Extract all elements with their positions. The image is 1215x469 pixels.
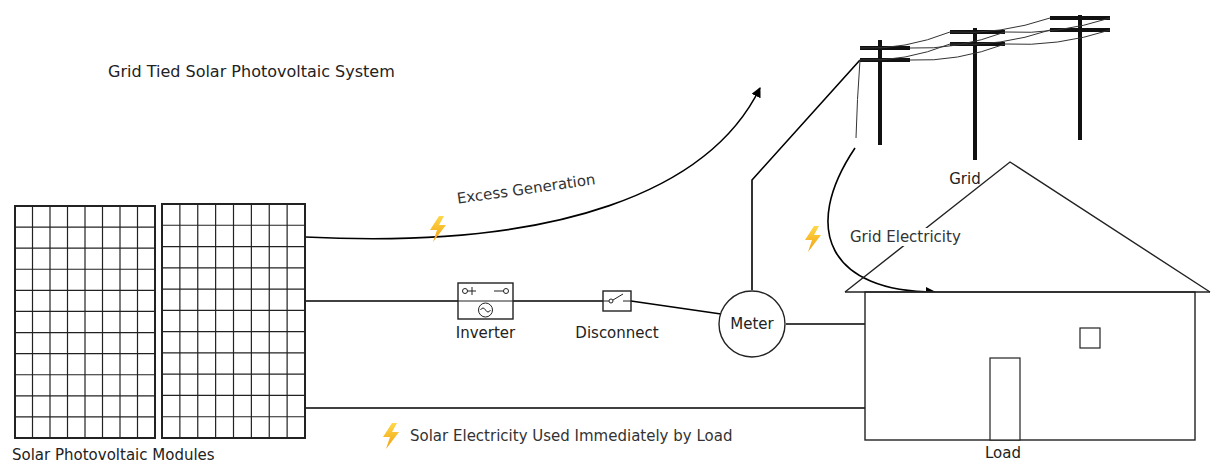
lightning-icon: [805, 226, 821, 252]
meter-circle: [719, 291, 785, 357]
node-label: Load: [985, 444, 1021, 462]
wire: [752, 60, 860, 290]
meter: Meter: [718, 290, 786, 358]
flow-label: Solar Electricity Used Immediately by Lo…: [408, 427, 734, 445]
wire: [786, 323, 865, 325]
house-outline: [845, 162, 1210, 440]
flow-arrow: [305, 88, 760, 239]
node-label: Disconnect: [575, 324, 658, 342]
pv-modules: Solar Photovoltaic Modules: [12, 200, 312, 468]
grid: Grid: [760, 10, 1170, 202]
flow-arrow: [305, 407, 935, 409]
wire: [513, 300, 603, 302]
wire: [305, 300, 458, 302]
load-house: Load: [845, 160, 1210, 465]
pv-panel: [162, 204, 305, 438]
node-label: Inverter: [456, 324, 515, 342]
disconnect-switch: [603, 291, 631, 311]
node-label: Grid: [949, 170, 980, 188]
flow-label: Grid Electricity: [848, 228, 963, 246]
pv-panel: [15, 206, 155, 438]
pv-modules-shape: [12, 200, 312, 468]
diagram-title: Grid Tied Solar Photovoltaic System: [108, 62, 395, 82]
node-label: Meter: [730, 315, 773, 333]
wire: [631, 301, 721, 314]
disconnect: Disconnect: [578, 280, 658, 352]
lightning-icon: [430, 216, 446, 242]
flow-arrow: [828, 148, 935, 292]
inverter: Inverter: [450, 280, 522, 352]
node-label: Solar Photovoltaic Modules: [12, 446, 215, 464]
utility-poles: [856, 15, 1110, 160]
flow-label: Excess Generation: [454, 170, 599, 208]
inverter-symbol: [458, 283, 513, 319]
load-house-shape: [845, 160, 1210, 465]
lightning-icon: [383, 423, 399, 449]
